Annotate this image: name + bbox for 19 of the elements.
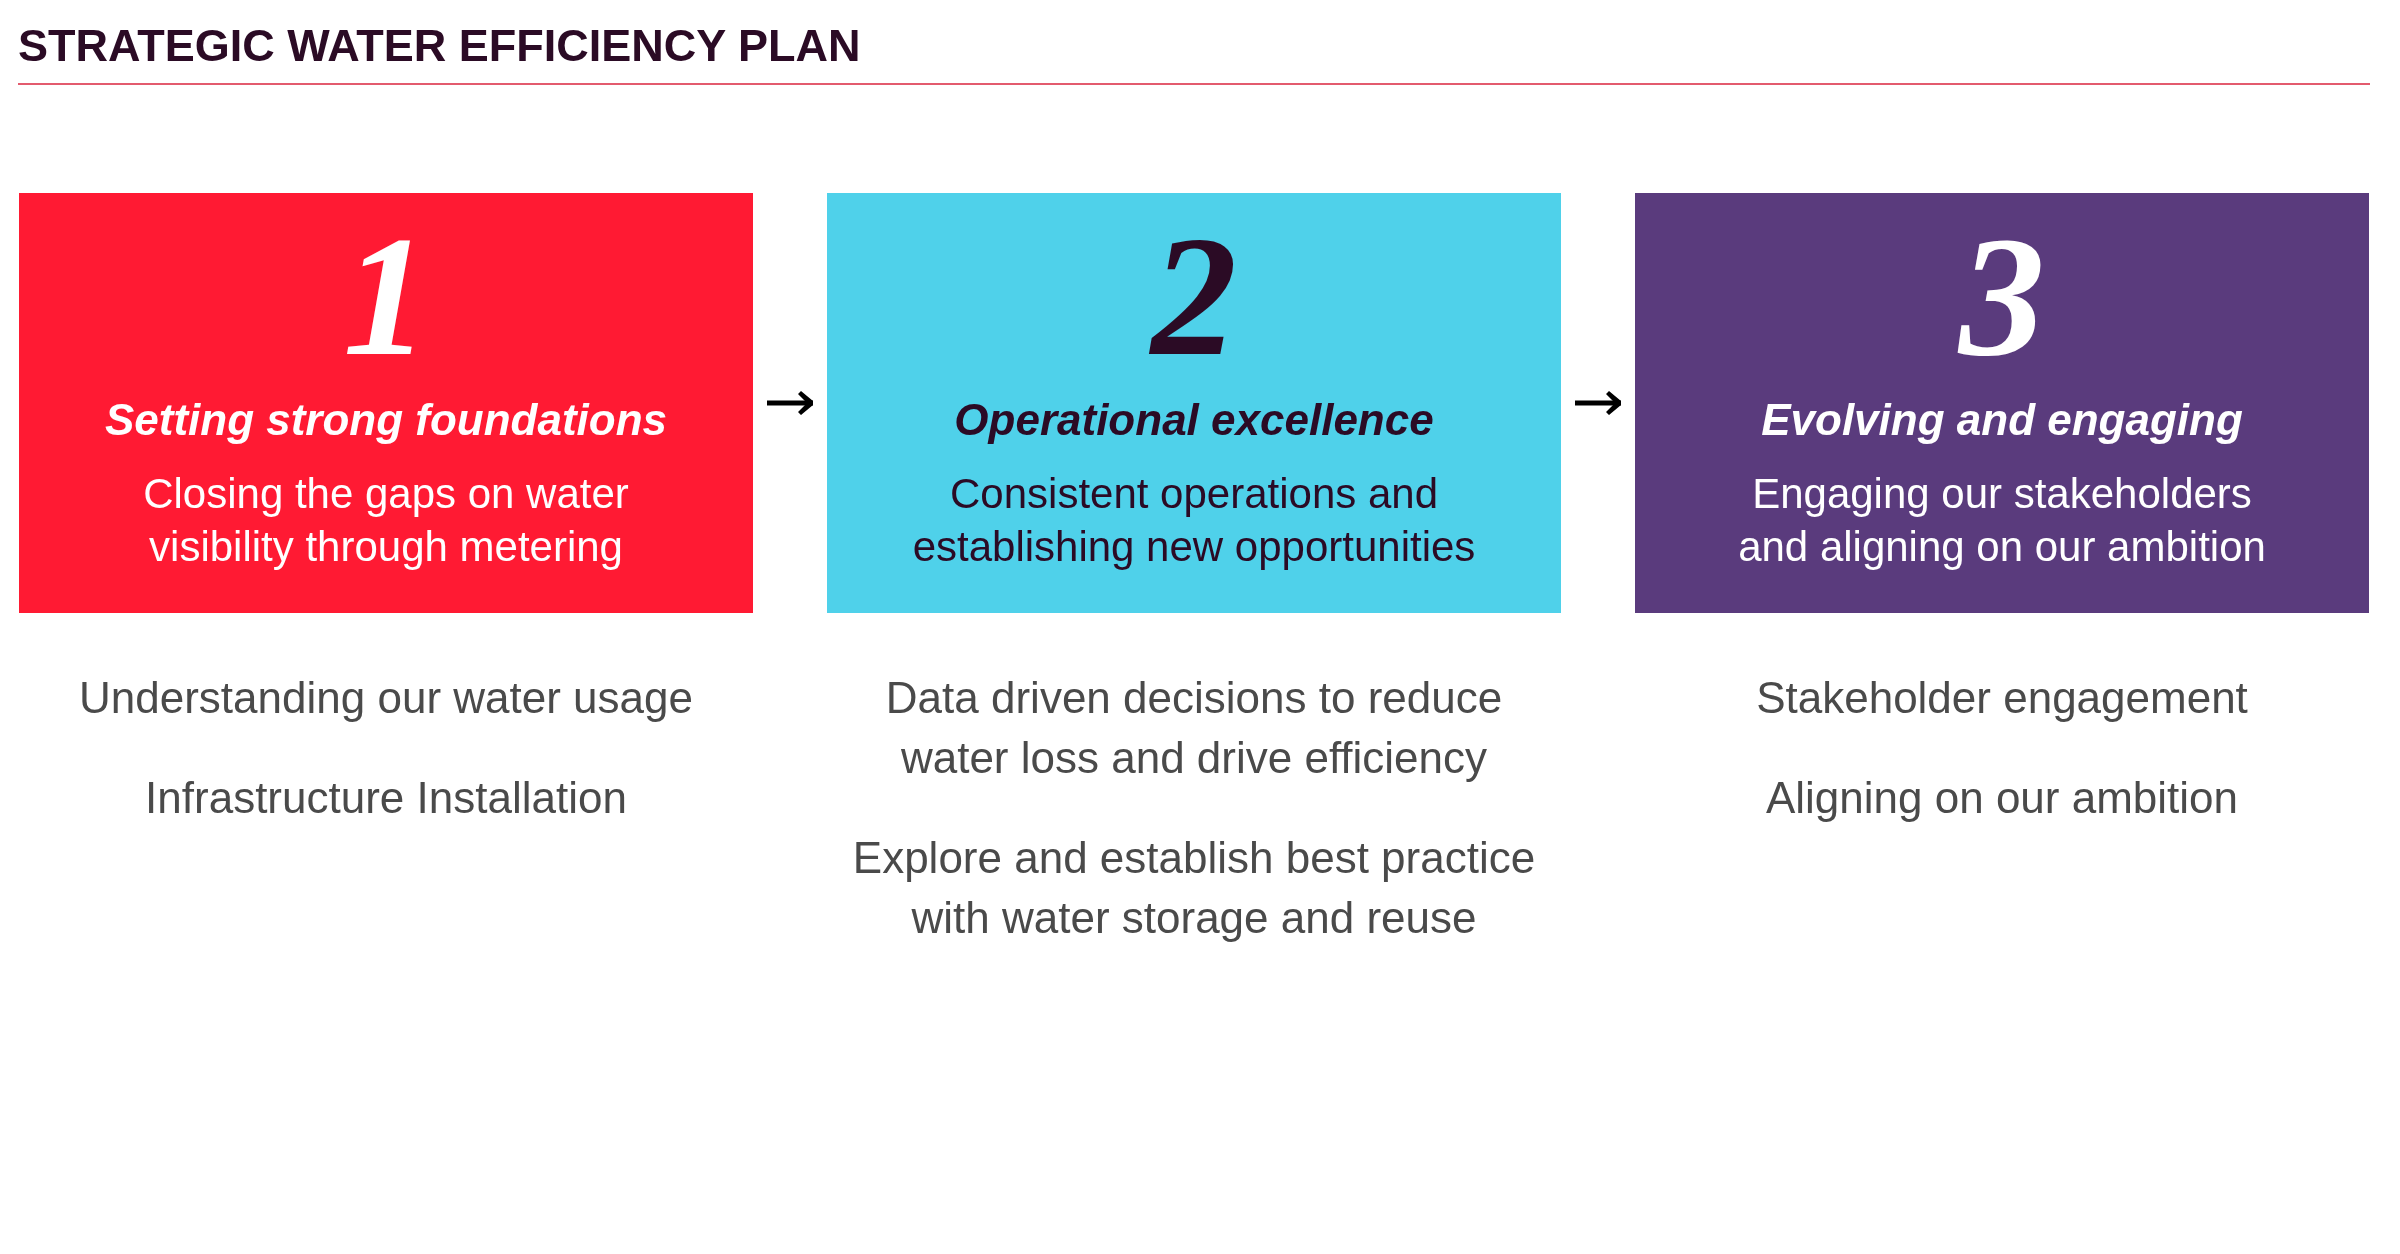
step-description: Engaging our stakeholders and aligning on our ambition	[1737, 469, 2267, 572]
step-box	[827, 193, 1561, 613]
step-box	[19, 193, 753, 613]
step-heading: Setting strong foundations	[103, 395, 669, 446]
step-detail: Stakeholder engagement	[1756, 672, 2248, 724]
step-description: Closing the gaps on water visibility through metering	[142, 469, 630, 572]
step-number: 3	[1956, 236, 2046, 357]
step-heading: Operational excellence	[953, 395, 1435, 446]
step-detail: Data driven decisions to reduce water loss and drive efficiency	[884, 672, 1504, 784]
step-detail: Infrastructure Installation	[145, 772, 627, 824]
step-number: 2	[1148, 236, 1238, 357]
step-detail: Explore and establish best practice with water storage and reuse	[851, 832, 1537, 944]
step-detail: Understanding our water usage	[79, 672, 693, 724]
title: STRATEGIC WATER EFFICIENCY PLAN	[18, 23, 861, 68]
step-heading: Evolving and engaging	[1760, 395, 2244, 446]
step-detail: Aligning on our ambition	[1765, 772, 2239, 824]
step-number: 1	[342, 236, 430, 357]
step-box	[1635, 193, 2369, 613]
step-description: Consistent operations and establishing new opportunities	[911, 469, 1477, 572]
